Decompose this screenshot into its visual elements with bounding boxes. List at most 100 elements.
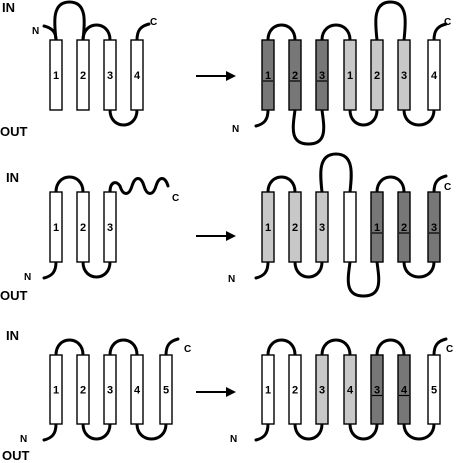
helix-number: 1 [53,385,59,397]
helix-number: 5 [163,385,169,397]
c-terminus-tail [135,22,151,42]
helix-number: 1 [265,385,271,397]
transmembrane-helix [427,191,441,263]
arrow-row3 [196,387,236,397]
transmembrane-helix [49,191,63,263]
n-terminus-tail [42,24,58,42]
helix-number: 4 [347,385,354,397]
c-terminus-tail [164,337,180,357]
transmembrane-helix [315,354,329,425]
connecting-loop [375,338,406,357]
connecting-loop [402,108,436,127]
transmembrane-helix [76,39,90,111]
helix-number: 4 [134,70,141,82]
transmembrane-helix [370,191,384,263]
connecting-loop [135,422,168,441]
n-terminus-label: N [232,124,239,135]
c-terminus-label: C [444,17,451,28]
c-terminus-label: C [150,17,157,28]
connecting-loop [266,23,297,42]
helix-number: 2 [292,385,298,397]
connecting-loop [54,338,85,357]
helix-number: 2 [374,70,380,82]
transmembrane-helix [103,354,117,425]
connecting-loop [348,422,379,441]
c-terminus-label: C [446,344,453,355]
n-terminus-tail [254,422,270,442]
c-terminus-wavy-tail [108,177,170,195]
connecting-loop [374,0,407,42]
connecting-loop [291,108,326,146]
c-terminus-label: C [444,182,451,193]
c-terminus-tail [432,337,448,357]
transmembrane-helix [427,354,441,425]
helix-number: 3 [374,385,380,397]
helix-number: 3 [107,222,113,234]
connecting-loop [293,422,324,441]
helix-number: 4 [431,70,438,82]
transmembrane-helix [159,354,173,425]
out-label-row2: OUT [0,288,28,303]
n-terminus-tail [254,108,270,128]
n-terminus-label: N [20,434,27,445]
transmembrane-helix [397,39,411,111]
connecting-loop [402,422,436,441]
helix-number: 3 [319,385,325,397]
transmembrane-helix [76,191,90,263]
arrow-row1 [196,71,236,81]
transmembrane-helix [397,191,411,263]
transmembrane-helix [103,191,117,263]
helix-number: 2 [80,385,86,397]
in-label-row3: IN [6,328,19,343]
out-label-row1: OUT [0,124,28,139]
static-layer: IN OUT IN OUT IN OUT [0,0,236,463]
transmembrane-helix [288,354,302,425]
n-terminus-label: N [24,272,31,283]
helix-number: 1 [53,222,59,234]
connecting-loop [319,152,353,194]
connecting-loop [402,260,436,279]
connecting-loop [346,260,381,298]
transmembrane-helix [49,39,63,111]
connecting-loop [81,260,112,279]
connecting-loop [375,175,406,194]
n-terminus-tail [42,260,58,280]
in-label-row1: IN [2,0,15,15]
transmembrane-helix [370,39,384,111]
helix-number: 3 [107,385,113,397]
arrow-row2 [196,231,236,241]
helix-number: 3 [107,70,113,82]
helix-number: 1 [53,70,59,82]
out-label-row3: OUT [2,448,30,463]
helix-number: 3 [319,70,325,82]
transmembrane-helix [130,354,144,425]
in-label-row2: IN [6,170,19,185]
n-terminus-label: N [228,274,235,285]
transmembrane-helix [288,191,302,263]
helix-number: 3 [401,70,407,82]
transmembrane-helix [343,39,357,111]
helix-number: 1 [347,70,353,82]
transmembrane-helix [49,354,63,425]
c-terminus-label: C [172,193,179,204]
connecting-loop [108,338,139,357]
n-terminus-tail [42,422,58,442]
transmembrane-helix [315,39,329,111]
transmembrane-helix [76,354,90,425]
helix-number: 2 [292,222,298,234]
connecting-loop [266,338,297,357]
n-terminus-label: N [230,434,237,445]
connecting-loop [108,108,139,127]
transmembrane-helix [288,39,302,111]
transmembrane-helix [261,39,275,111]
helix-number: 1 [265,222,271,234]
connecting-loop [320,23,352,42]
helix-number: 2 [401,222,407,234]
